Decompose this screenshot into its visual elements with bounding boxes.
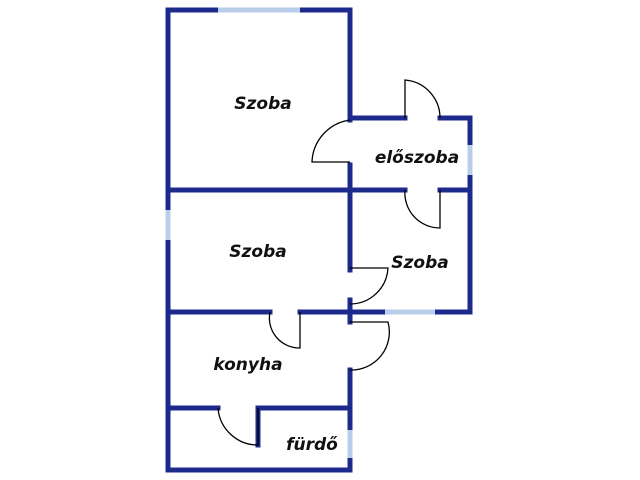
windows: [165, 7, 473, 458]
room-label-szoba-1: Szoba: [234, 94, 291, 114]
walls: [165, 7, 473, 473]
door-hall-entry: [404, 79, 441, 119]
room-label-furdo: fürdő: [286, 435, 338, 455]
door-kitchen-upper: [268, 311, 301, 349]
room-label-szoba-3: Szoba: [391, 253, 448, 273]
door-kitchen-right: [349, 321, 390, 371]
door-top-room: [311, 119, 351, 163]
room-label-szoba-2: Szoba: [229, 242, 286, 262]
room-label-eloszoba: előszoba: [375, 148, 459, 168]
door-bath: [217, 407, 259, 446]
doors: [217, 79, 441, 446]
door-hall-lower: [404, 189, 441, 229]
door-small-room: [349, 267, 389, 305]
room-label-konyha: konyha: [213, 355, 282, 375]
room-labels: Szoba előszoba Szoba Szoba konyha fürdő: [213, 94, 459, 455]
